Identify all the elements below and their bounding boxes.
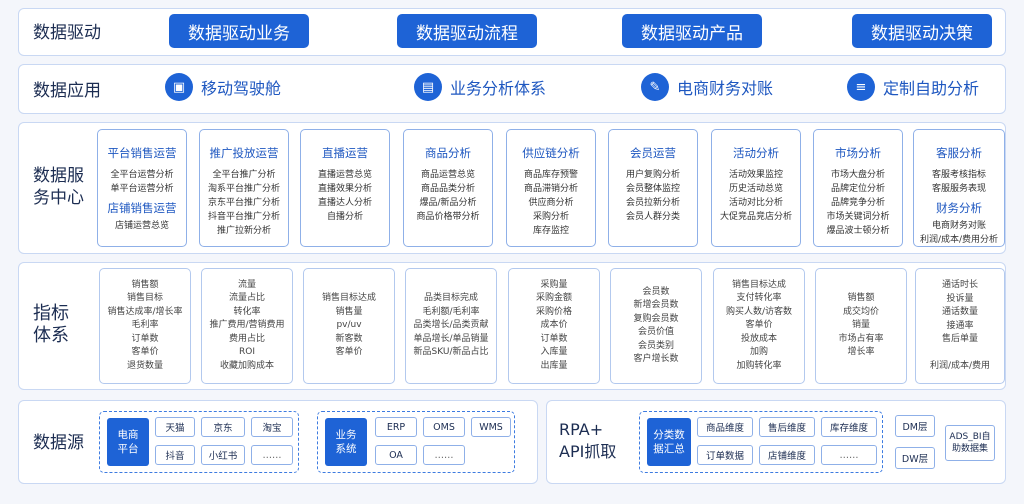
app-label: 业务分析体系	[450, 79, 547, 98]
service-card-platform-sales[interactable]: 平台销售运营 全平台运营分析 单平台运营分析 店铺销售运营 店铺运营总览	[97, 129, 187, 247]
app-business-analysis[interactable]: ▤ 业务分析体系	[414, 71, 546, 103]
row-title: 数据源	[33, 433, 84, 453]
ecommerce-platform-group	[99, 411, 299, 473]
app-label: 电商财务对账	[677, 79, 774, 98]
source-erp[interactable]: ERP	[375, 417, 417, 437]
metric-card-campaign: 销售目标达成支付转化率购买人数/访客数客单价投放成本加购加购转化率	[713, 268, 805, 384]
dm-layer[interactable]: DM层	[895, 415, 935, 437]
service-card-live[interactable]: 直播运营 直播运营总览 直播效果分析 直播达人分析 自播分析	[300, 129, 390, 247]
dw-layer[interactable]: DW层	[895, 447, 935, 469]
row-title: 数据服务中心	[33, 166, 84, 208]
data-driven-row: 数据驱动 数据驱动业务 数据驱动流程 数据驱动产品 数据驱动决策	[18, 8, 1006, 56]
list-icon: ≡	[847, 73, 875, 101]
metric-card-market: 销售额成交均价销量市场占有率增长率	[815, 268, 907, 384]
rpa-api-title: RPA+API抓取	[559, 420, 617, 461]
invoice-icon: ✎	[641, 73, 669, 101]
app-label: 移动驾驶舱	[201, 79, 282, 98]
source-douyin[interactable]: 抖音	[155, 445, 195, 465]
service-card-campaign[interactable]: 活动分析 活动效果监控 历史活动总览 活动对比分析 大促竞品竞店分析	[711, 129, 801, 247]
app-mobile-dashboard[interactable]: ▣ 移动驾驶舱	[165, 71, 281, 103]
metric-card-product: 品类目标完成毛利额/毛利率品类增长/品类贡献单品增长/单品销量新品SKU/新品占…	[405, 268, 497, 384]
source-oms[interactable]: OMS	[423, 417, 465, 437]
metrics-system-row: 指标体系 销售额销售目标销售达成率/增长率毛利率订单数客单价退货数量 流量流量占…	[18, 262, 1006, 390]
app-custom-self-service[interactable]: ≡ 定制自助分析	[847, 71, 979, 103]
source-jd[interactable]: 京东	[201, 417, 245, 437]
ads-bi-dataset[interactable]: ADS_BI自助数据集	[945, 425, 995, 461]
service-card-supply-chain[interactable]: 供应链分析 商品库存预警 商品滞销分析 供应商分析 采购分析 库存监控	[506, 129, 596, 247]
app-label: 定制自助分析	[883, 79, 980, 98]
source-business-more[interactable]: ……	[423, 445, 465, 465]
row-title: 数据应用	[33, 81, 101, 101]
summary-product-dimension[interactable]: 商品维度	[697, 417, 753, 437]
drive-process-button[interactable]: 数据驱动流程	[397, 14, 537, 48]
metric-card-service: 通话时长投诉量通话数量接通率售后单量利润/成本/费用	[915, 268, 1005, 384]
rpa-api-row: RPA+API抓取 分类数据汇总 商品维度 售后维度 库存维度 订单数据 店铺维…	[546, 400, 1006, 484]
data-summary-label: 分类数据汇总	[647, 418, 691, 466]
data-source-row: 数据源 电商平台 天猫 京东 淘宝 抖音 小红书 …… 业务系统 ERP OMS…	[18, 400, 538, 484]
drive-decision-button[interactable]: 数据驱动决策	[852, 14, 992, 48]
business-system-group	[317, 411, 515, 473]
row-title: 指标体系	[33, 303, 69, 346]
drive-product-button[interactable]: 数据驱动产品	[622, 14, 762, 48]
business-system-label: 业务系统	[325, 418, 367, 466]
metric-card-sales: 销售额销售目标销售达成率/增长率毛利率订单数客单价退货数量	[99, 268, 191, 384]
metric-card-supply: 采购量采购金额采购价格成本价订单数入库量出库量	[508, 268, 600, 384]
data-summary-group	[639, 411, 883, 473]
drive-business-button[interactable]: 数据驱动业务	[169, 14, 309, 48]
summary-store-dimension[interactable]: 店铺维度	[759, 445, 815, 465]
summary-inventory-dimension[interactable]: 库存维度	[821, 417, 877, 437]
summary-after-sales-dimension[interactable]: 售后维度	[759, 417, 815, 437]
source-taobao[interactable]: 淘宝	[251, 417, 293, 437]
service-card-promotion[interactable]: 推广投放运营 全平台推广分析 淘系平台推广分析 京东平台推广分析 抖音平台推广分…	[199, 129, 289, 247]
data-application-row: 数据应用 ▣ 移动驾驶舱 ▤ 业务分析体系 ✎ 电商财务对账 ≡ 定制自助分析	[18, 64, 1006, 114]
service-card-market[interactable]: 市场分析 市场大盘分析 品牌定位分析 品牌竞争分析 市场关键词分析 爆品波士顿分…	[813, 129, 903, 247]
ecommerce-platform-label: 电商平台	[107, 418, 149, 466]
source-tmall[interactable]: 天猫	[155, 417, 195, 437]
metric-card-member: 会员数新增会员数复购会员数会员价值会员类别客户增长数	[610, 268, 702, 384]
service-card-product[interactable]: 商品分析 商品运营总览 商品品类分析 爆品/新品分析 商品价格带分析	[403, 129, 493, 247]
summary-more[interactable]: ……	[821, 445, 877, 465]
summary-order-data[interactable]: 订单数据	[697, 445, 753, 465]
service-card-customer-service[interactable]: 客服分析 客服考核指标 客服服务表现 财务分析 电商财务对账 利润/成本/费用分…	[913, 129, 1005, 247]
source-xiaohongshu[interactable]: 小红书	[201, 445, 245, 465]
data-service-center-row: 数据服务中心 平台销售运营 全平台运营分析 单平台运营分析 店铺销售运营 店铺运…	[18, 122, 1006, 254]
service-card-member[interactable]: 会员运营 用户复购分析 会员整体监控 会员拉新分析 会员人群分类	[608, 129, 698, 247]
row-title: 数据驱动	[33, 23, 101, 43]
app-ecommerce-reconciliation[interactable]: ✎ 电商财务对账	[641, 71, 773, 103]
clipboard-icon: ▤	[414, 73, 442, 101]
source-oa[interactable]: OA	[375, 445, 417, 465]
source-more[interactable]: ……	[251, 445, 293, 465]
source-wms[interactable]: WMS	[471, 417, 511, 437]
mobile-dashboard-icon: ▣	[165, 73, 193, 101]
